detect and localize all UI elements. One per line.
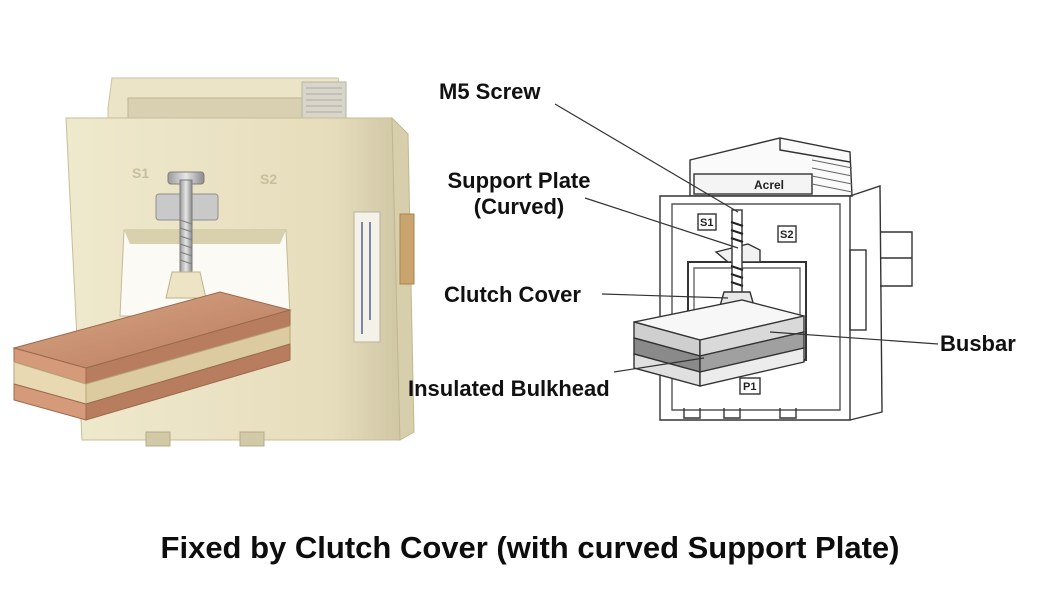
photo-terminal-s1: S1 xyxy=(132,165,149,181)
leader-busbar xyxy=(769,331,939,345)
leader-clutch-cover xyxy=(601,293,729,299)
label-busbar: Busbar xyxy=(940,331,1016,356)
photo-terminal-s2: S2 xyxy=(260,171,277,187)
label-insulated-bulkhead: Insulated Bulkhead xyxy=(408,376,610,401)
leader-lines xyxy=(554,103,939,373)
label-m5-screw: M5 Screw xyxy=(439,79,541,104)
drawing-terminal-s2: S2 xyxy=(780,229,793,241)
leader-bulkhead xyxy=(613,357,705,373)
drawing-terminal-p1: P1 xyxy=(743,381,756,393)
photo-clutch-cover xyxy=(165,271,207,299)
figure-caption: Fixed by Clutch Cover (with curved Suppo… xyxy=(160,530,900,565)
drawing-terminal-s1: S1 xyxy=(700,217,713,229)
label-support-plate-line2: (Curved) xyxy=(473,194,565,219)
label-support-plate-line1: Support Plate xyxy=(447,168,591,193)
drawing-label-acrel: Acrel xyxy=(754,178,784,192)
leader-m5-screw xyxy=(554,103,739,213)
label-clutch-cover: Clutch Cover xyxy=(444,282,581,307)
technical-drawing xyxy=(633,137,913,421)
leader-support-plate xyxy=(584,197,739,249)
photo-side-label xyxy=(353,211,381,343)
photo-top-window xyxy=(127,97,319,119)
drawing-label-plate xyxy=(693,173,813,195)
label-support-plate: Support Plate (Curved) xyxy=(430,168,608,220)
